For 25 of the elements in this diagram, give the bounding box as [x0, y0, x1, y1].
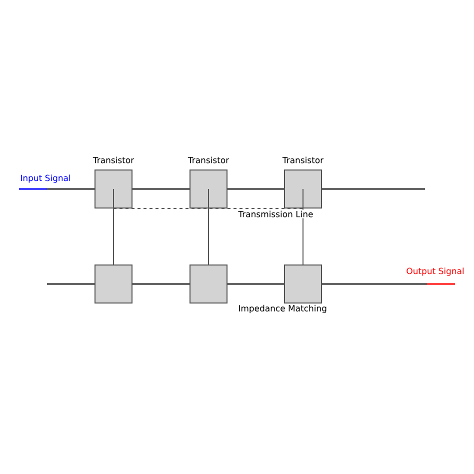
signal-label: Output Signal: [406, 268, 464, 285]
connector-line: [302, 188, 304, 265]
signal-label: Input Signal: [19, 174, 70, 190]
connector-line: [228, 188, 284, 190]
connector-line: [47, 283, 94, 285]
text-label: Transmission Line: [237, 210, 314, 218]
connector-line: [208, 188, 209, 265]
connector-line: [132, 283, 190, 285]
dashed-line: [113, 208, 304, 209]
connector-line: [322, 188, 425, 190]
impedance-box: [190, 264, 228, 304]
transistor-box: Transistor: [92, 156, 134, 208]
connector-line: [47, 188, 94, 190]
impedance-box: [284, 264, 322, 304]
connector-line: [132, 188, 190, 190]
impedance-box: [94, 264, 132, 304]
transistor-box: Transistor: [282, 156, 324, 208]
connector-line: [228, 283, 284, 285]
connector-line: [322, 283, 427, 285]
node-label: Transistor: [188, 156, 230, 164]
node-label: Transistor: [282, 156, 324, 164]
transistor-box: Transistor: [188, 156, 230, 208]
text-label: Impedance Matching: [237, 304, 328, 314]
node-label: Transistor: [92, 156, 134, 164]
connector-line: [113, 188, 114, 265]
